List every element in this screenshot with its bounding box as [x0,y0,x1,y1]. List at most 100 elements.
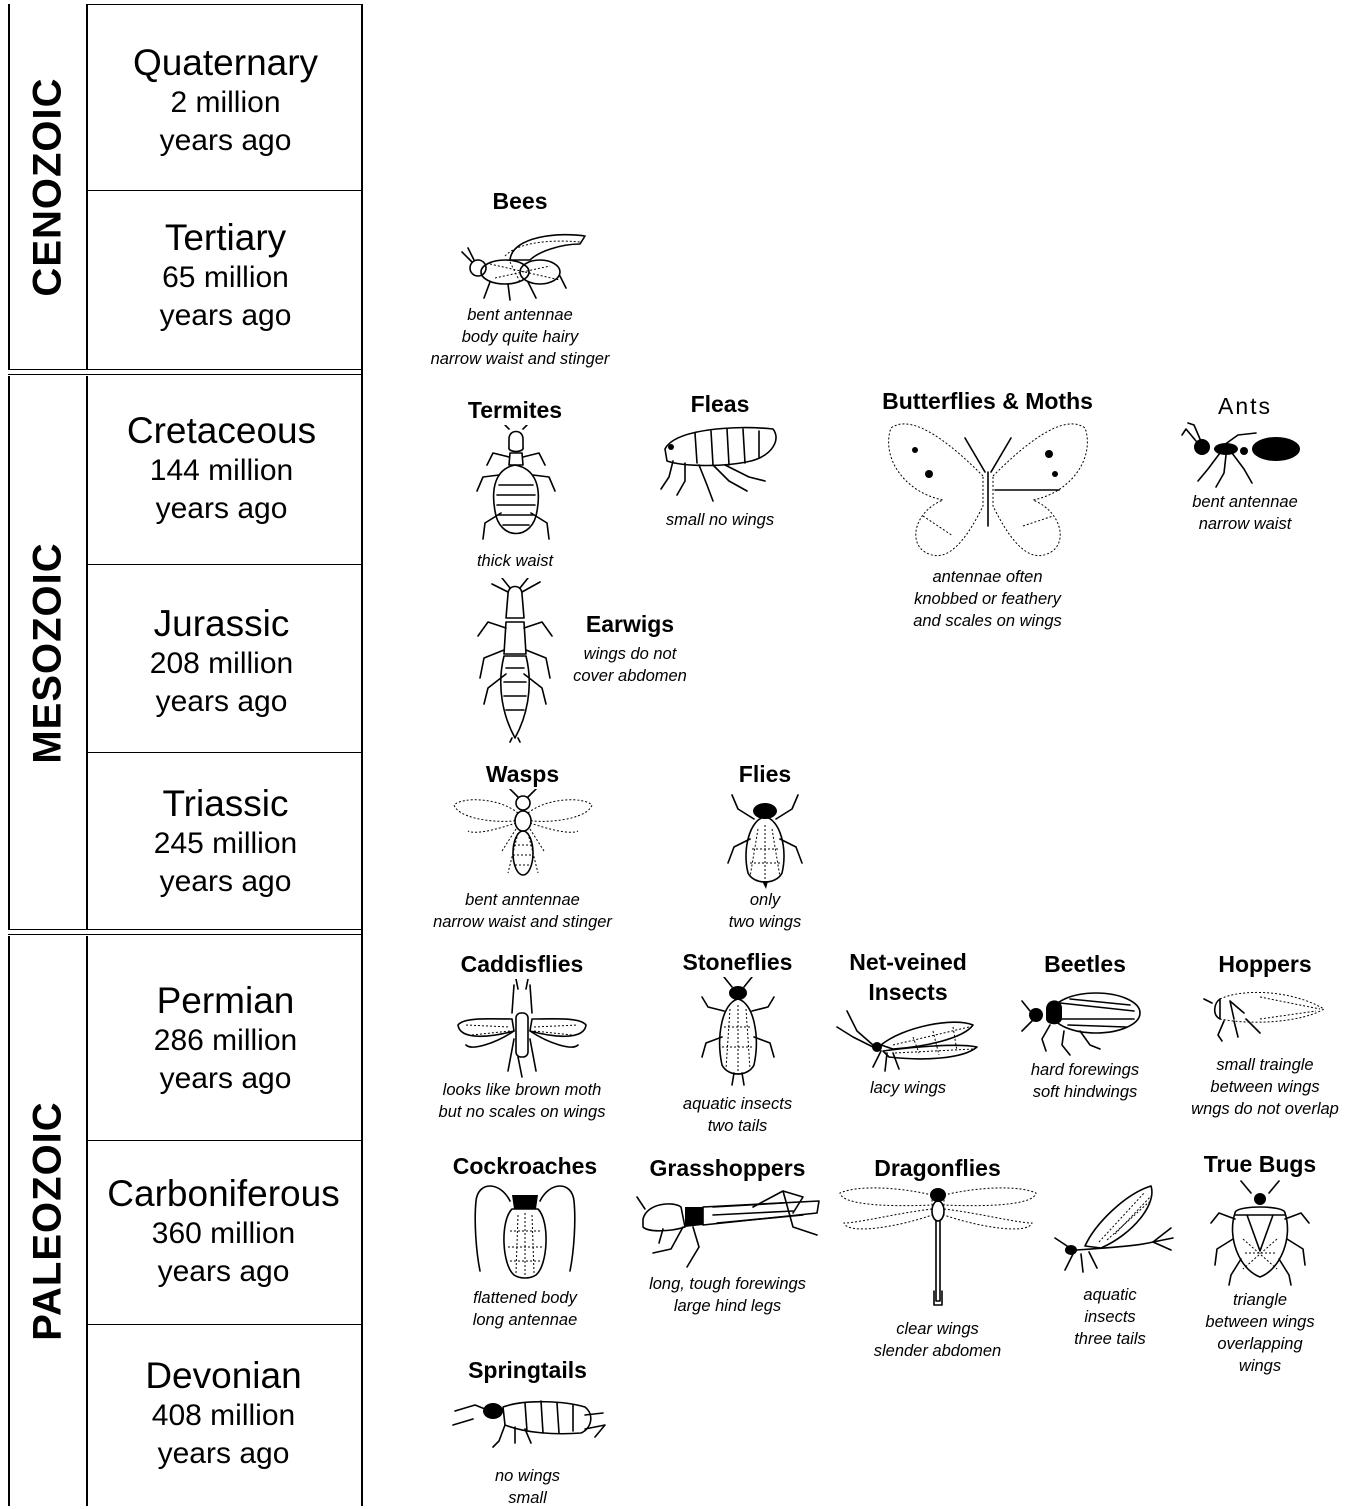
insect-name: Cockroaches [430,1151,620,1181]
insect-desc: wings do not [565,643,695,665]
termite-icon [465,425,565,550]
insect-butterflies-moths: Butterflies & Moths antennae often knobb… [855,386,1120,632]
period-age: 408 million [86,1397,361,1435]
insect-name: True Bugs [1185,1149,1335,1179]
insect-bees: Bees bent antennae body quite hairy narr… [420,186,620,370]
period-name: Triassic [88,783,363,825]
period-divider [88,1140,363,1141]
insect-earwigs: Earwigs wings do not cover abdomen [565,609,695,687]
period-cretaceous: Cretaceous 144 million years ago [84,410,359,528]
insect-name: Dragonflies [835,1153,1040,1183]
era-label: MESOZOIC [26,542,71,763]
insect-desc: cover abdomen [565,665,695,687]
insect-desc: bent anntennae [420,889,625,911]
period-age: 2 million [88,84,363,122]
insect-desc: large hind legs [630,1295,825,1317]
insect-desc: hard forewings [1015,1059,1155,1081]
period-devonian: Devonian 408 million years ago [86,1355,361,1473]
insect-desc: wngs do not overlap [1175,1098,1355,1120]
period-quaternary: Quaternary 2 million years ago [88,42,363,160]
earwig-icon [470,578,560,743]
period-name: Jurassic [84,603,359,645]
period-age-suffix: years ago [88,122,363,160]
insect-desc: small traingle [1175,1054,1355,1076]
period-divider [88,564,363,565]
era-cenozoic: CENOZOIC [8,4,88,370]
insect-desc: three tails [1045,1328,1175,1350]
insect-name-line2: Insects [828,977,988,1007]
period-age: 360 million [86,1215,361,1253]
insect-desc: looks like brown moth [422,1079,622,1101]
era-mesozoic: MESOZOIC [8,376,88,930]
period-carboniferous: Carboniferous 360 million years ago [86,1173,361,1291]
dragonfly-icon [838,1183,1038,1318]
insect-desc: two tails [655,1115,820,1137]
insect-flies: Flies only two wings [705,759,825,933]
insect-desc: narrow waist and stinger [420,911,625,933]
insect-stoneflies: Stoneflies aquatic insects two tails [655,947,820,1137]
insect-desc: small no wings [640,509,800,531]
insect-desc: insects [1045,1306,1175,1328]
period-age-suffix: years ago [86,1435,361,1473]
flea-icon [655,419,785,509]
insect-name: Springtails [440,1355,615,1385]
period-name: Permian [88,980,363,1022]
wasp-icon [448,789,598,889]
insect-desc: long antennae [430,1309,620,1331]
period-age: 245 million [88,825,363,863]
period-name: Cretaceous [84,410,359,452]
insect-desc: long, tough forewings [630,1273,825,1295]
period-age-suffix: years ago [84,683,359,721]
net-veined-insect-icon [833,1007,983,1077]
insect-beetles: Beetles hard forewings soft hindwings [1015,949,1155,1103]
insect-desc: triangle [1185,1289,1335,1311]
insect-name: Hoppers [1175,949,1355,979]
insect-wasps: Wasps bent anntennae narrow waist and st… [420,759,625,933]
insect-name: Butterflies & Moths [855,386,1120,416]
insect-grasshoppers: Grasshoppers long, tough forewings large… [630,1153,825,1317]
period-age: 208 million [84,645,359,683]
period-name: Tertiary [88,217,363,259]
period-age-suffix: years ago [88,1060,363,1098]
butterfly-icon [883,416,1093,566]
era-divider [8,369,363,375]
insect-desc: but no scales on wings [422,1101,622,1123]
springtail-icon [445,1385,610,1465]
era-label: PALEOZOIC [26,1101,71,1340]
period-permian: Permian 286 million years ago [88,980,363,1098]
insect-desc: aquatic [1045,1284,1175,1306]
insect-desc: only [705,889,825,911]
mayfly-icon [1045,1184,1175,1284]
true-bug-icon [1205,1179,1315,1289]
period-age-suffix: years ago [84,490,359,528]
period-age-suffix: years ago [88,863,363,901]
period-name: Carboniferous [86,1173,361,1215]
insect-name: Termites [440,395,590,425]
insect-name: Wasps [420,759,625,789]
era-paleozoic: PALEOZOIC [8,936,88,1506]
insect-name: Ants [1170,391,1320,421]
insect-desc: and scales on wings [855,610,1120,632]
insect-desc: no wings [440,1465,615,1487]
insect-desc: slender abdomen [835,1340,1040,1362]
insect-desc: flattened body [430,1287,620,1309]
insect-desc: thick waist [440,550,590,572]
insect-desc: clear wings [835,1318,1040,1340]
insect-desc: wings [1185,1355,1335,1377]
insect-springtails: Springtails no wings small [440,1355,615,1509]
stonefly-icon [698,977,778,1087]
insect-name: Bees [420,186,620,216]
period-divider [88,1324,363,1325]
grasshopper-icon [633,1183,823,1273]
insect-desc: lacy wings [828,1077,988,1099]
period-name: Devonian [86,1355,361,1397]
period-age: 144 million [84,452,359,490]
insect-name: Flies [705,759,825,789]
beetle-icon [1020,979,1150,1059]
period-age-suffix: years ago [86,1253,361,1291]
insect-name: Grasshoppers [630,1153,825,1183]
ant-icon [1180,421,1310,491]
insect-desc: knobbed or feathery [855,588,1120,610]
insect-desc: overlapping [1185,1333,1335,1355]
period-triassic: Triassic 245 million years ago [88,783,363,901]
